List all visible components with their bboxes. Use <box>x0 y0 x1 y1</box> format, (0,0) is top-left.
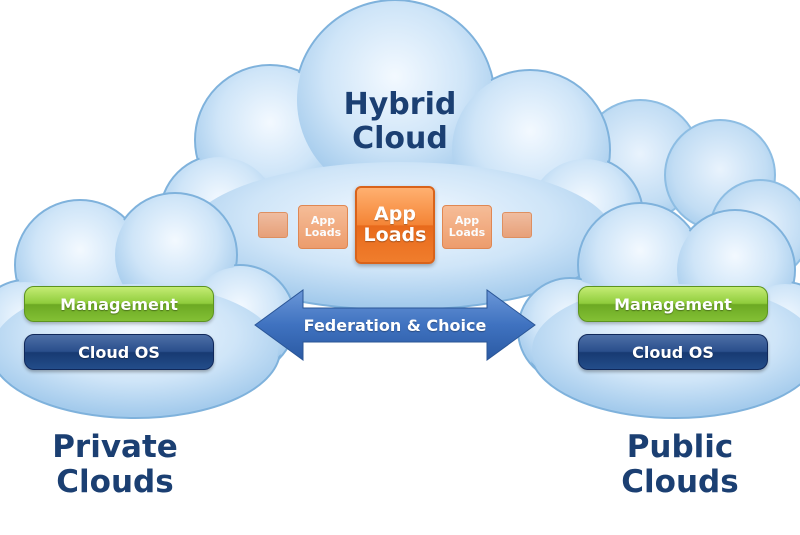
app-load-small-left-line2: Loads <box>304 226 342 239</box>
public-title-line1: Public <box>626 429 734 465</box>
public-management-pill: Management <box>578 286 768 322</box>
hybrid-cloud-title: Hybrid Cloud <box>320 88 480 155</box>
private-cloud-os-pill: Cloud OS <box>24 334 214 370</box>
public-title-line2: Clouds <box>621 463 739 500</box>
private-title-line1: Private <box>52 429 178 465</box>
private-clouds-title: Private Clouds <box>30 430 200 499</box>
hybrid-title-line2: Cloud <box>352 120 448 156</box>
private-management-pill: Management <box>24 286 214 322</box>
app-load-tiny-left <box>258 212 288 238</box>
public-cloud-os-pill: Cloud OS <box>578 334 768 370</box>
federation-arrow <box>254 289 536 361</box>
app-load-tiny-right <box>502 212 532 238</box>
app-load-small-right-line1: App <box>454 213 480 227</box>
hybrid-title-line1: Hybrid <box>343 87 457 122</box>
federation-label: Federation & Choice <box>303 315 487 335</box>
app-load-small-left-line1: App <box>310 213 336 227</box>
app-load-small-right-line2: Loads <box>448 226 486 239</box>
app-loads-main-line2: Loads <box>363 224 427 246</box>
public-clouds-title: Public Clouds <box>595 430 765 499</box>
app-loads-main-line1: App <box>374 203 416 226</box>
private-title-line2: Clouds <box>56 463 174 500</box>
